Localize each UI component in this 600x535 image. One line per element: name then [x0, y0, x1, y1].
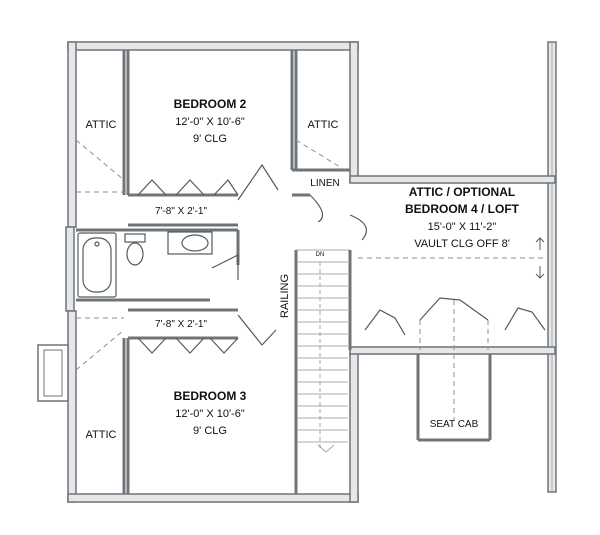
staircase	[296, 249, 350, 453]
closet-bottom-label: 7'-8" X 2'-1"	[155, 319, 208, 330]
sink	[181, 234, 209, 252]
doors	[137, 163, 546, 354]
attic-left-bottom-label: ATTIC	[86, 429, 117, 441]
attic-optional-name-2: BEDROOM 4 / LOFT	[405, 202, 520, 216]
bedroom2-name: BEDROOM 2	[174, 97, 247, 111]
attic-left-top-label: ATTIC	[86, 119, 117, 131]
exterior-walls	[37, 41, 557, 503]
railing-label: RAILING	[279, 274, 291, 318]
seat-cab-label: SEAT CAB	[430, 419, 479, 430]
vault-markers	[535, 237, 545, 279]
bedroom3-dims: 12'-0" X 10'-6"	[175, 408, 245, 420]
bedroom3-name: BEDROOM 3	[174, 389, 247, 403]
attic-dashed-lines	[75, 139, 548, 420]
attic-right-top-label: ATTIC	[308, 119, 339, 131]
closet-top-label: 7'-8" X 2'-1"	[155, 206, 208, 217]
attic-optional-name-1: ATTIC / OPTIONAL	[409, 185, 515, 199]
bedroom3-ceiling: 9' CLG	[193, 425, 227, 437]
room-labels: BEDROOM 2 12'-0" X 10'-6" 9' CLG ATTIC A…	[86, 97, 520, 441]
attic-optional-dims: 15'-0" X 11'-2"	[428, 221, 497, 233]
toilet-tank	[124, 233, 146, 243]
toilet-bowl	[126, 242, 144, 266]
bedroom2-ceiling: 9' CLG	[193, 133, 227, 145]
interior-walls	[76, 50, 492, 494]
bathtub	[77, 232, 117, 298]
vanity	[167, 231, 213, 255]
stair-dn-label: DN	[316, 252, 325, 258]
bedroom2-dims: 12'-0" X 10'-6"	[175, 116, 245, 128]
bath-fixtures	[77, 231, 213, 298]
linen-label: LINEN	[310, 178, 339, 189]
attic-optional-ceiling: VAULT CLG OFF 8'	[414, 238, 510, 250]
